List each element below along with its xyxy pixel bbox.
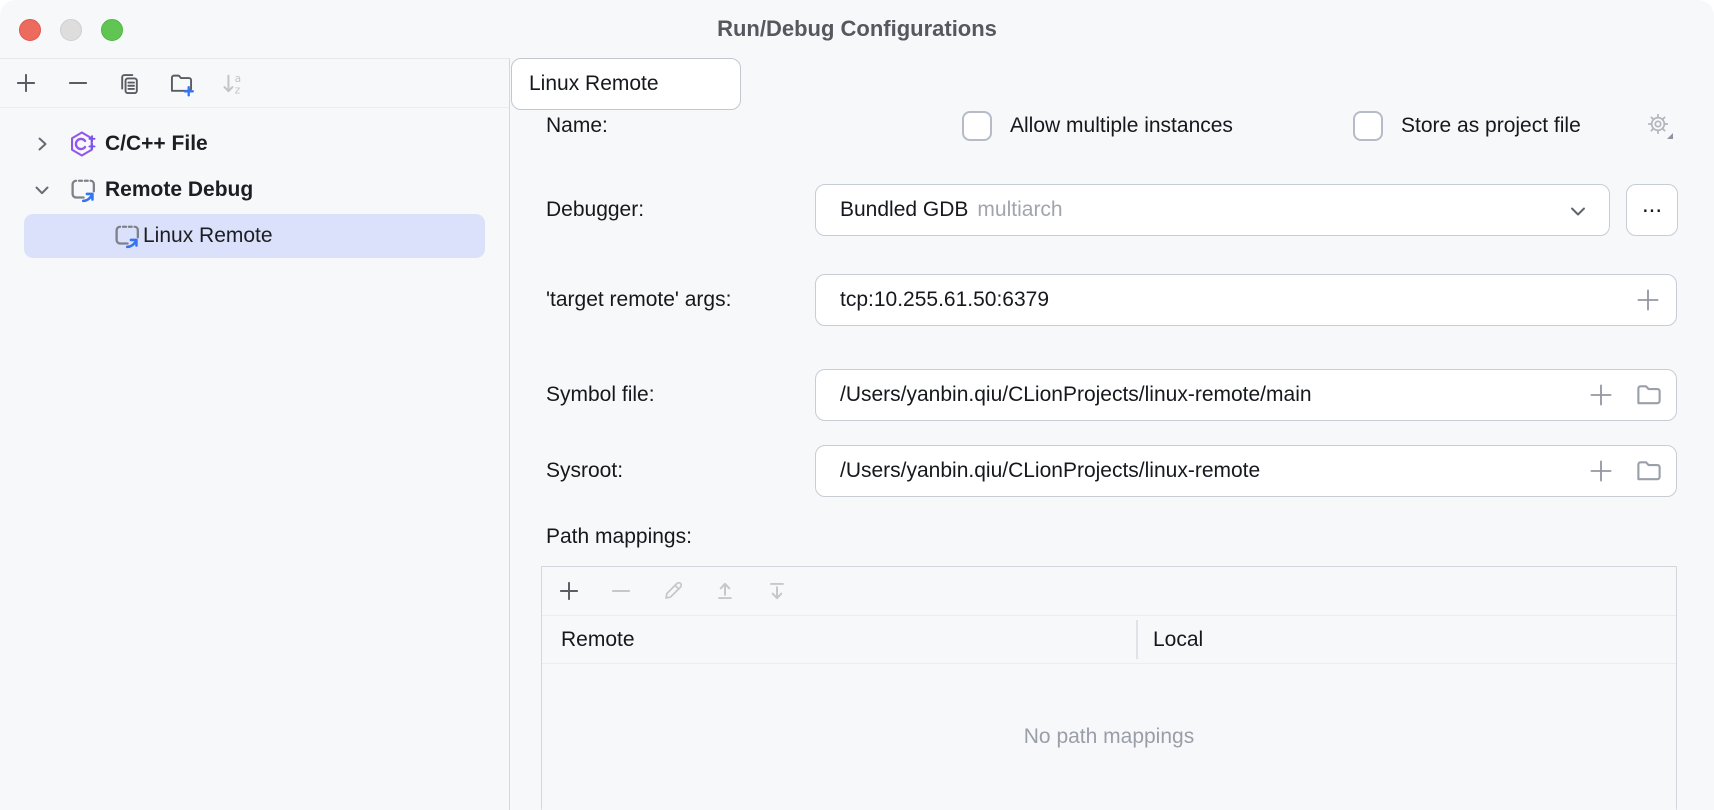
path-mappings-toolbar — [542, 567, 1676, 616]
project-file-settings-gear-icon[interactable] — [1643, 108, 1677, 144]
titlebar: Run/Debug Configurations — [0, 0, 1714, 58]
new-folder-button[interactable] — [168, 70, 195, 97]
plus-icon — [556, 578, 582, 604]
empty-text: No path mappings — [1023, 724, 1195, 748]
remote-debug-icon — [68, 175, 98, 205]
store-as-project-file-label[interactable]: Store as project file — [1401, 114, 1581, 137]
svg-text:a: a — [235, 71, 242, 84]
pencil-icon — [660, 578, 686, 604]
edit-mapping-button[interactable] — [659, 578, 686, 605]
path-mappings-empty-state: No path mappings — [542, 664, 1676, 809]
dialog-title: Run/Debug Configurations — [717, 16, 997, 41]
svg-text:z: z — [235, 83, 241, 96]
target-remote-args-label: 'target remote' args: — [546, 288, 732, 311]
name-input[interactable] — [511, 58, 741, 110]
remove-mapping-button[interactable] — [607, 578, 634, 605]
add-mapping-button[interactable] — [555, 578, 582, 605]
chevron-down-icon[interactable] — [30, 178, 54, 202]
sysroot-field[interactable]: /Users/yanbin.qiu/CLionProjects/linux-re… — [815, 445, 1677, 497]
remove-configuration-button[interactable] — [64, 70, 91, 97]
chevron-right-icon[interactable] — [30, 132, 54, 156]
debugger-label: Debugger: — [546, 198, 645, 221]
debugger-more-button[interactable]: ... — [1626, 184, 1678, 236]
close-window-button[interactable] — [19, 19, 41, 41]
browse-folder-icon[interactable] — [1634, 456, 1664, 486]
minus-icon — [608, 578, 634, 604]
path-mappings-header: Remote Local — [542, 616, 1676, 664]
tree-item-label: C/C++ File — [105, 132, 208, 155]
sysroot-value: /Users/yanbin.qiu/CLionProjects/linux-re… — [840, 459, 1261, 482]
cpp-file-icon — [68, 129, 98, 159]
path-mappings-label: Path mappings: — [546, 525, 692, 548]
symbol-file-label: Symbol file: — [546, 383, 655, 406]
debugger-select[interactable]: Bundled GDB multiarch — [815, 184, 1610, 236]
arrow-down-icon — [764, 578, 790, 604]
zoom-window-button[interactable] — [101, 19, 123, 41]
tree-item-label: Linux Remote — [143, 224, 273, 247]
tree-item-linux-remote-selected[interactable]: Linux Remote — [24, 214, 485, 258]
plus-icon — [13, 70, 39, 96]
arrow-up-icon — [712, 578, 738, 604]
debugger-value: Bundled GDB — [840, 198, 969, 221]
move-down-button[interactable] — [763, 578, 790, 605]
traffic-lights — [19, 19, 123, 41]
path-mappings-table: Remote Local No path mappings — [541, 566, 1677, 810]
chevron-down-icon — [1565, 198, 1591, 224]
sysroot-label: Sysroot: — [546, 459, 624, 482]
debugger-variant: multiarch — [977, 198, 1063, 221]
column-header-remote[interactable]: Remote — [561, 627, 635, 651]
minus-icon — [65, 70, 91, 96]
sidebar-toolbar: a z — [0, 59, 509, 108]
move-up-button[interactable] — [711, 578, 738, 605]
configurations-tree: C/C++ File Remote Debug — [0, 121, 509, 258]
tree-item-cpp-file[interactable]: C/C++ File — [0, 121, 509, 167]
remote-debug-icon — [112, 221, 142, 251]
allow-multiple-instances-checkbox[interactable] — [962, 111, 992, 141]
symbol-file-field[interactable]: /Users/yanbin.qiu/CLionProjects/linux-re… — [815, 369, 1677, 421]
new-folder-icon — [168, 70, 195, 97]
copy-configuration-button[interactable] — [116, 70, 143, 97]
sort-configurations-button[interactable]: a z — [220, 70, 247, 97]
expand-field-plus-icon[interactable] — [1585, 455, 1617, 487]
store-as-project-file-checkbox[interactable] — [1353, 111, 1383, 141]
column-divider[interactable] — [1136, 620, 1138, 659]
tree-item-remote-debug[interactable]: Remote Debug — [0, 167, 509, 213]
column-header-local[interactable]: Local — [1153, 627, 1204, 651]
sort-az-icon: a z — [220, 70, 247, 97]
configurations-sidebar: a z C/C++ File — [0, 58, 510, 810]
minimize-window-button[interactable] — [60, 19, 82, 41]
expand-field-plus-icon[interactable] — [1632, 284, 1664, 316]
copy-icon — [116, 70, 143, 97]
tree-item-label: Remote Debug — [105, 178, 254, 201]
add-configuration-button[interactable] — [12, 70, 39, 97]
expand-field-plus-icon[interactable] — [1585, 379, 1617, 411]
browse-folder-icon[interactable] — [1634, 380, 1664, 410]
target-remote-args-value: tcp:10.255.61.50:6379 — [840, 288, 1050, 311]
configuration-form: Name: Allow multiple instances Store as … — [511, 58, 1714, 810]
allow-multiple-instances-label[interactable]: Allow multiple instances — [1010, 114, 1233, 137]
symbol-file-value: /Users/yanbin.qiu/CLionProjects/linux-re… — [840, 383, 1312, 406]
name-label: Name: — [546, 114, 608, 137]
target-remote-args-field[interactable]: tcp:10.255.61.50:6379 — [815, 274, 1677, 326]
